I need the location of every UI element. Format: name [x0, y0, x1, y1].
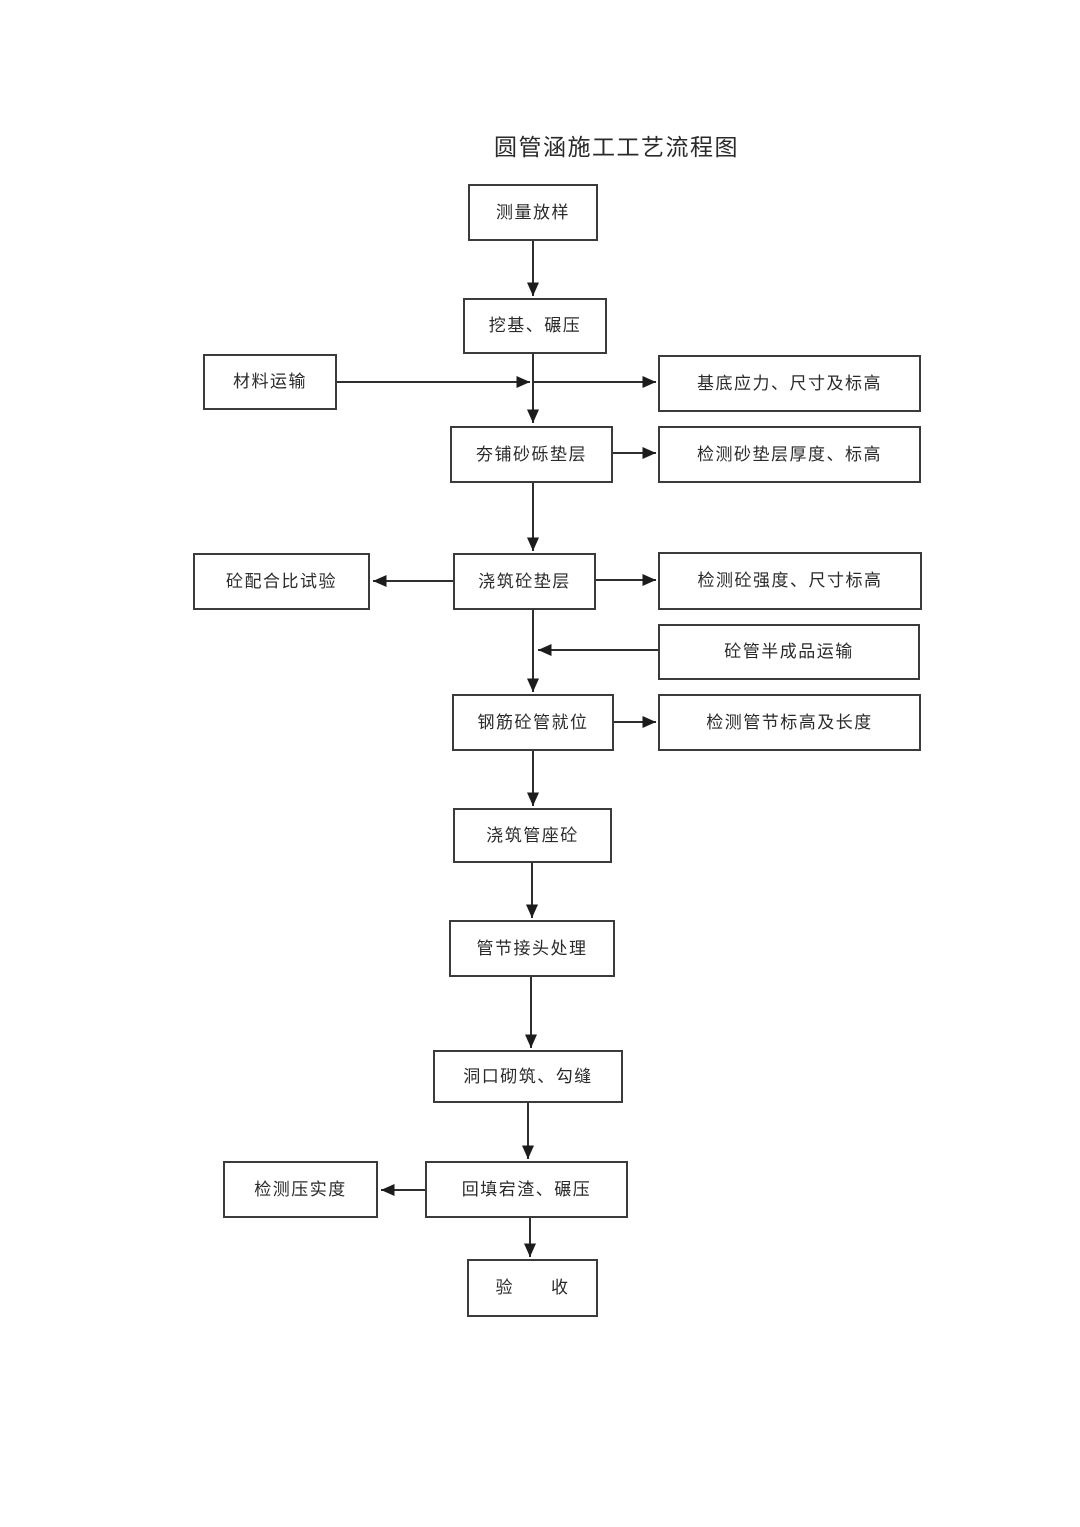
node-gravel-check: 检测砂垫层厚度、标高 — [658, 426, 921, 483]
page-title: 圆管涵施工工艺流程图 — [494, 135, 739, 160]
node-pipe-check: 检测管节标高及长度 — [658, 694, 921, 751]
node-backfill: 回填宕渣、碾压 — [425, 1161, 628, 1218]
node-material-transport: 材料运输 — [203, 354, 337, 410]
node-pipe-seat: 浇筑管座砼 — [453, 808, 612, 863]
node-gravel-cushion: 夯铺砂砾垫层 — [450, 426, 613, 483]
node-portal-masonry: 洞口砌筑、勾缝 — [433, 1050, 623, 1103]
node-mix-ratio-test: 砼配合比试验 — [193, 553, 370, 610]
node-base-check: 基底应力、尺寸及标高 — [658, 355, 921, 412]
node-cushion-check: 检测砼强度、尺寸标高 — [658, 552, 922, 610]
node-pipe-transport: 砼管半成品运输 — [658, 624, 920, 680]
node-joint-treatment: 管节接头处理 — [449, 920, 615, 977]
node-concrete-cushion: 浇筑砼垫层 — [453, 553, 596, 610]
node-compaction-check: 检测压实度 — [223, 1161, 378, 1218]
node-pipe-placement: 钢筋砼管就位 — [452, 694, 614, 751]
node-excavate: 挖基、碾压 — [463, 298, 607, 354]
node-acceptance: 验 收 — [467, 1259, 598, 1317]
node-measure: 测量放样 — [468, 184, 598, 241]
